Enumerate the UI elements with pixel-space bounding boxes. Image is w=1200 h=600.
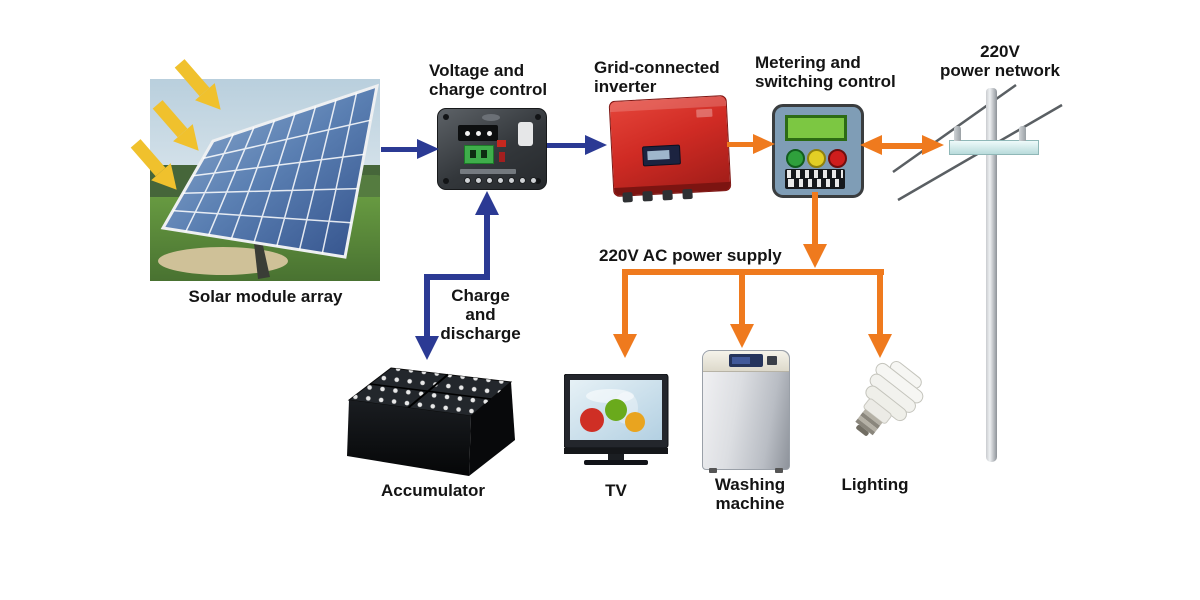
orange-fruit: [625, 412, 645, 432]
washer-knob: [767, 356, 777, 365]
green-apple: [605, 399, 627, 421]
green-button: [786, 149, 805, 168]
meter-lcd-screen: [785, 115, 847, 141]
controller-switch: [518, 122, 533, 146]
inverter-label: Grid-connected inverter: [594, 58, 720, 96]
switch-bank: [785, 169, 845, 189]
inverter-display: [641, 144, 681, 167]
grid-inverter-device: [608, 94, 732, 203]
pole-crossarm: [949, 140, 1039, 155]
washing-machine-label: Washing machine: [714, 475, 786, 513]
red-apple: [580, 408, 604, 432]
accumulator-label: Accumulator: [381, 481, 485, 500]
washer-foot: [775, 468, 783, 473]
yellow-button: [807, 149, 826, 168]
power-network-label: 220V power network: [940, 42, 1060, 80]
inverter-connector: [622, 192, 633, 203]
cfl-bulb: [855, 361, 924, 436]
battery-front: [347, 400, 471, 476]
washing-machine-appliance: [702, 350, 790, 473]
inverter-logo: [696, 108, 713, 118]
red-component: [499, 152, 505, 162]
panel-face: [160, 83, 379, 259]
tv-appliance: [564, 374, 669, 465]
battery-seam: [369, 383, 492, 400]
screw: [535, 114, 541, 120]
terminal-block: [464, 145, 494, 164]
controller-label-strip: [460, 169, 516, 174]
charge-discharge-label: Charge and discharge: [440, 286, 521, 343]
panel-grid-lines: [172, 92, 371, 254]
lighting-label: Lighting: [841, 475, 909, 494]
washer-foot: [709, 468, 717, 473]
accumulator-battery-bank: [347, 367, 515, 476]
metering-label: Metering and switching control: [755, 53, 896, 91]
bulb-neck: [863, 398, 892, 424]
tv-speaker-strip: [564, 448, 668, 454]
controller-led-display: [458, 125, 498, 141]
metering-control-device: [772, 104, 864, 198]
bulb-screw-base: [855, 409, 883, 436]
insulator: [1019, 126, 1026, 141]
charge-controller-device: [437, 108, 547, 190]
solar-panel-graphic: [160, 83, 379, 279]
controller-logo: [482, 114, 500, 121]
solar-module-array-image: [150, 79, 380, 281]
inverter-connector: [642, 190, 653, 202]
red-component: [497, 140, 506, 147]
inverter-connector: [662, 189, 673, 201]
battery-side: [469, 382, 515, 476]
panel-support: [254, 241, 270, 279]
utility-pole: [986, 88, 997, 462]
insulator: [954, 126, 961, 141]
washer-display: [729, 354, 763, 367]
controller-label: Voltage and charge control: [429, 61, 548, 99]
tv-stand-base: [584, 460, 648, 465]
ac-supply-label: 220V AC power supply: [599, 246, 782, 265]
ac-supply-bus: [622, 269, 884, 275]
screw: [535, 178, 541, 184]
terminal-ports: [464, 177, 537, 184]
solar-array-label: Solar module array: [188, 287, 343, 306]
red-button: [828, 149, 847, 168]
screw: [443, 114, 449, 120]
tv-stand-neck: [608, 454, 624, 460]
inverter-connector: [682, 188, 693, 200]
tv-label: TV: [605, 481, 627, 500]
screw: [443, 178, 449, 184]
